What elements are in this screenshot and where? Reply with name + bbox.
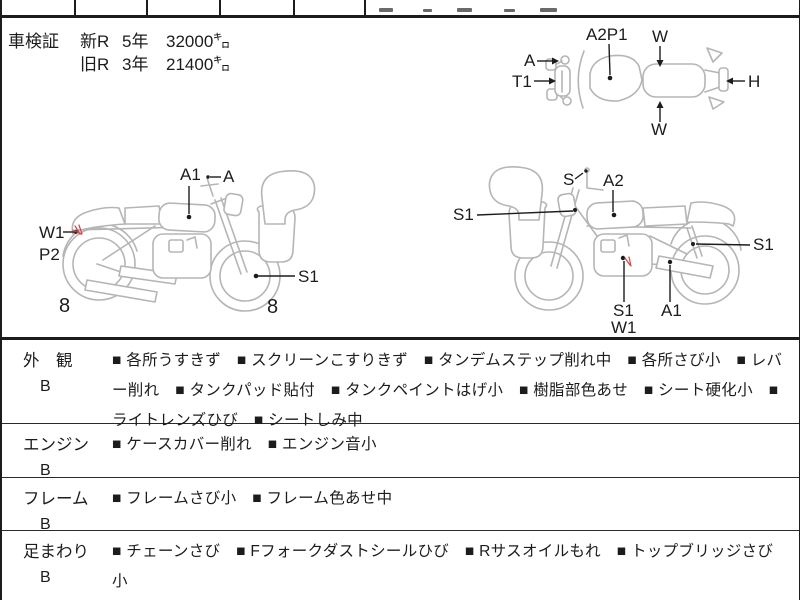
- category-label: 外 観: [23, 352, 73, 370]
- condition-items: ■ フレームさび小 ■ フレーム色あせ中: [112, 490, 393, 507]
- category-label: フレーム: [23, 490, 89, 508]
- width-bottom-label: W: [651, 120, 667, 138]
- left-bike-annotations: A1 A W1 P2 S1 8 8: [39, 165, 319, 314]
- front-tire-size: 8: [267, 296, 278, 314]
- condition-table: 外 観 B ■ 各所うすきず ■ スクリーンこすりきず ■ タンデムステップ削れ…: [2, 337, 799, 600]
- table-divider: [146, 0, 148, 15]
- clipped-text-fragment: [540, 8, 557, 12]
- clipped-text-fragment: [457, 8, 472, 12]
- registration-label: 車検証: [8, 32, 59, 51]
- clipped-text-fragment: [504, 9, 515, 12]
- reg-new-label: 新R: [80, 32, 110, 51]
- condition-items: ■ 各所うすきず ■ スクリーンこすりきず ■ タンデムステップ削れ中 ■ 各所…: [112, 352, 783, 429]
- reg-old-term: 3年: [122, 55, 149, 74]
- condition-row-frame: フレーム B ■ フレームさび小 ■ フレーム色あせ中: [2, 478, 799, 533]
- table-divider: [219, 0, 221, 15]
- arrow-left-icon: [726, 77, 733, 85]
- handlebar-label: S: [563, 170, 574, 189]
- rear-shock-label: S1: [753, 235, 774, 254]
- clipped-text-fragment: [423, 9, 432, 12]
- grade-value: B: [40, 462, 51, 479]
- top-view-line-art: [545, 47, 729, 110]
- motorcycle-top-view-diagram: A2P1 W W A T1 H: [512, 25, 760, 138]
- tank-label: A2: [603, 171, 624, 190]
- clipped-text-fragment: [379, 8, 393, 12]
- condition-row-undercarriage: 足まわり B ■ チェーンさび ■ Fフォークダストシールひび ■ Rサスオイル…: [2, 531, 799, 600]
- registration-block: 車検証 新R 5年 32000㌔ 旧R 3年 21400㌔: [8, 30, 230, 76]
- reg-new-term: 5年: [122, 32, 149, 51]
- tank-label: A1: [180, 165, 201, 184]
- grade-value: B: [40, 378, 51, 395]
- exhaust-label: A1: [661, 301, 682, 320]
- condition-row-engine: エンジン B ■ ケースカバー削れ ■ エンジン音小: [2, 424, 799, 479]
- damage-mark: [72, 224, 83, 235]
- condition-row-exterior: 外 観 B ■ 各所うすきず ■ スクリーンこすりきず ■ タンデムステップ削れ…: [2, 340, 799, 429]
- arrow-right-icon: [552, 57, 559, 65]
- motorcycle-right-side-diagram: S A2 S1 S1 S1 W1 A1: [453, 166, 774, 337]
- arrow-up-icon: [656, 101, 664, 108]
- engine-s1-label: S1: [613, 301, 634, 320]
- handlebar-label: A: [223, 167, 235, 186]
- rear-fender-p2-label: P2: [39, 245, 60, 264]
- category-label: エンジン: [23, 436, 89, 454]
- damage-mark: [624, 256, 632, 267]
- reg-new-mileage: 32000㌔: [166, 32, 231, 51]
- front-fork-label: S1: [453, 205, 474, 224]
- front-label: T1: [512, 72, 532, 91]
- condition-items: ■ ケースカバー削れ ■ エンジン音小: [112, 436, 377, 453]
- width-top-label: W: [652, 27, 668, 46]
- condition-items: ■ チェーンさび ■ Fフォークダストシールひび ■ Rサスオイルもれ ■ トッ…: [112, 543, 774, 590]
- grade-value: B: [40, 569, 51, 586]
- reg-old-label: 旧R: [80, 55, 110, 74]
- rear-label: H: [748, 72, 760, 91]
- clipped-table-row: [2, 0, 799, 18]
- table-divider: [293, 0, 295, 15]
- category-label: 足まわり: [23, 543, 89, 561]
- mirror-label: A: [524, 51, 536, 70]
- table-divider: [364, 0, 366, 15]
- front-wheel-label: S1: [298, 267, 319, 286]
- tank-label: A2P1: [586, 25, 628, 44]
- grade-value: B: [40, 516, 51, 533]
- arrow-right-icon: [549, 77, 556, 85]
- rear-fender-w1-label: W1: [39, 223, 65, 242]
- motorcycle-left-side-diagram: A1 A W1 P2 S1 8 8: [39, 165, 319, 314]
- arrow-down-icon: [656, 60, 664, 67]
- reg-old-mileage: 21400㌔: [166, 55, 231, 74]
- top-view-annotations: A2P1 W W A T1 H: [512, 25, 760, 138]
- right-bike-annotations: S A2 S1 S1 S1 W1 A1: [453, 169, 774, 337]
- table-divider: [74, 0, 76, 15]
- rear-tire-size: 8: [59, 295, 70, 314]
- engine-w1-label: W1: [611, 318, 637, 337]
